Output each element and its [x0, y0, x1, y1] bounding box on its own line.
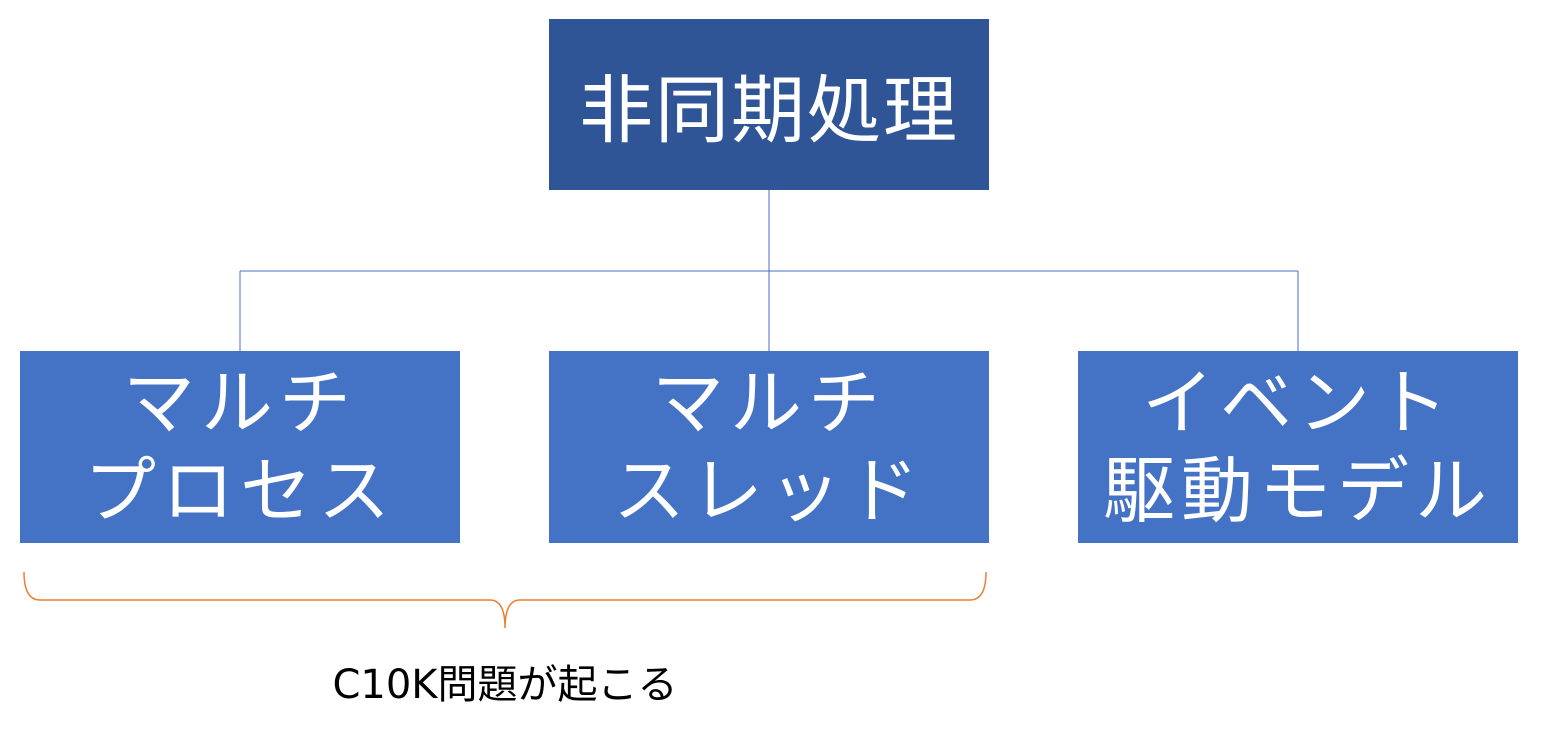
root-node-label: 非同期処理 — [579, 68, 959, 154]
child-node-multiprocess: マルチ プロセス — [20, 351, 460, 543]
child-node-multithread: マルチ スレッド — [549, 351, 989, 543]
brace-annotation-label: C10K問題が起こる — [332, 662, 678, 708]
child-node-line-1: マルチ — [651, 361, 886, 445]
child-node-line-2: プロセス — [83, 449, 396, 533]
child-node-line-2: スレッド — [612, 449, 925, 533]
child-node-line-1: イベント — [1141, 361, 1454, 445]
child-node-event-driven: イベント 駆動モデル — [1078, 351, 1518, 543]
curly-brace — [23, 571, 987, 629]
root-node-async-processing: 非同期処理 — [549, 19, 989, 190]
child-node-line-2: 駆動モデル — [1102, 449, 1493, 533]
child-node-line-1: マルチ — [122, 361, 357, 445]
